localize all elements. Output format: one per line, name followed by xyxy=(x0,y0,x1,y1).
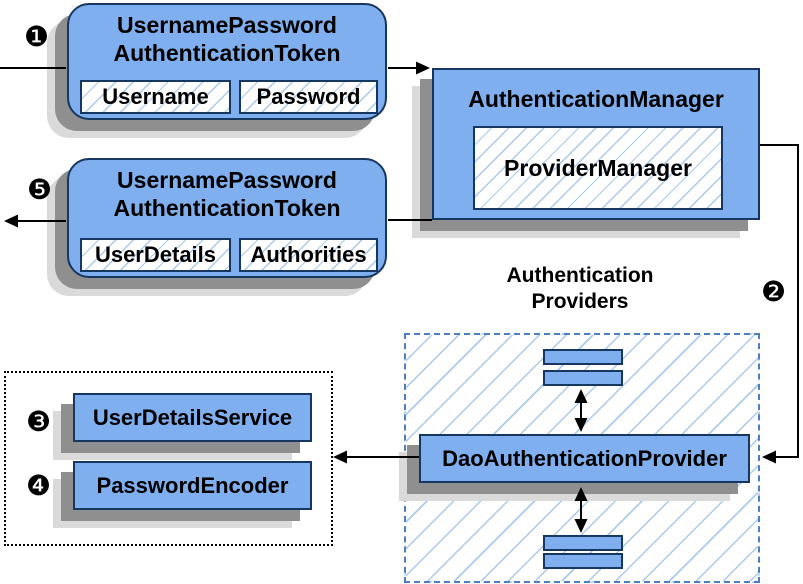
username-field-box: Username xyxy=(80,80,231,114)
request-token-box: UsernamePassword AuthenticationToken Use… xyxy=(67,3,387,120)
step-3-badge: ❸ xyxy=(26,405,52,438)
step-1-badge: ❶ xyxy=(24,20,50,53)
arrowhead-left-icon xyxy=(333,450,347,464)
provider-manager-box: ProviderManager xyxy=(473,126,723,210)
provider-placeholder-bar xyxy=(543,535,623,551)
user-details-field-box: UserDetails xyxy=(80,238,231,272)
arrowhead-left-icon xyxy=(4,214,18,228)
services-dotted-container xyxy=(4,371,333,546)
provider-placeholder-bar xyxy=(543,370,623,386)
response-token-box: UsernamePassword AuthenticationToken Use… xyxy=(67,158,387,278)
authentication-manager-box: AuthenticationManager ProviderManager xyxy=(432,68,760,220)
authorities-field-box: Authorities xyxy=(239,238,378,272)
password-encoder-box: PasswordEncoder xyxy=(73,461,312,510)
password-field-box: Password xyxy=(239,80,378,114)
arrowhead-left-icon xyxy=(762,450,776,464)
request-token-title: UsernamePassword AuthenticationToken xyxy=(113,12,341,66)
provider-placeholder-bar xyxy=(543,553,623,569)
provider-placeholder-bar xyxy=(543,349,623,365)
authentication-providers-label: Authentication Providers xyxy=(506,264,654,313)
response-token-title: UsernamePassword AuthenticationToken xyxy=(113,167,341,221)
arrowhead-right-icon xyxy=(416,61,430,75)
dao-authentication-provider-box: DaoAuthenticationProvider xyxy=(419,434,750,483)
user-details-service-box: UserDetailsService xyxy=(73,393,312,442)
step-2-badge: ❷ xyxy=(761,275,787,308)
step-5-badge: ❺ xyxy=(27,173,53,206)
authentication-manager-title: AuthenticationManager xyxy=(468,86,724,112)
step-4-badge: ❹ xyxy=(26,469,52,502)
